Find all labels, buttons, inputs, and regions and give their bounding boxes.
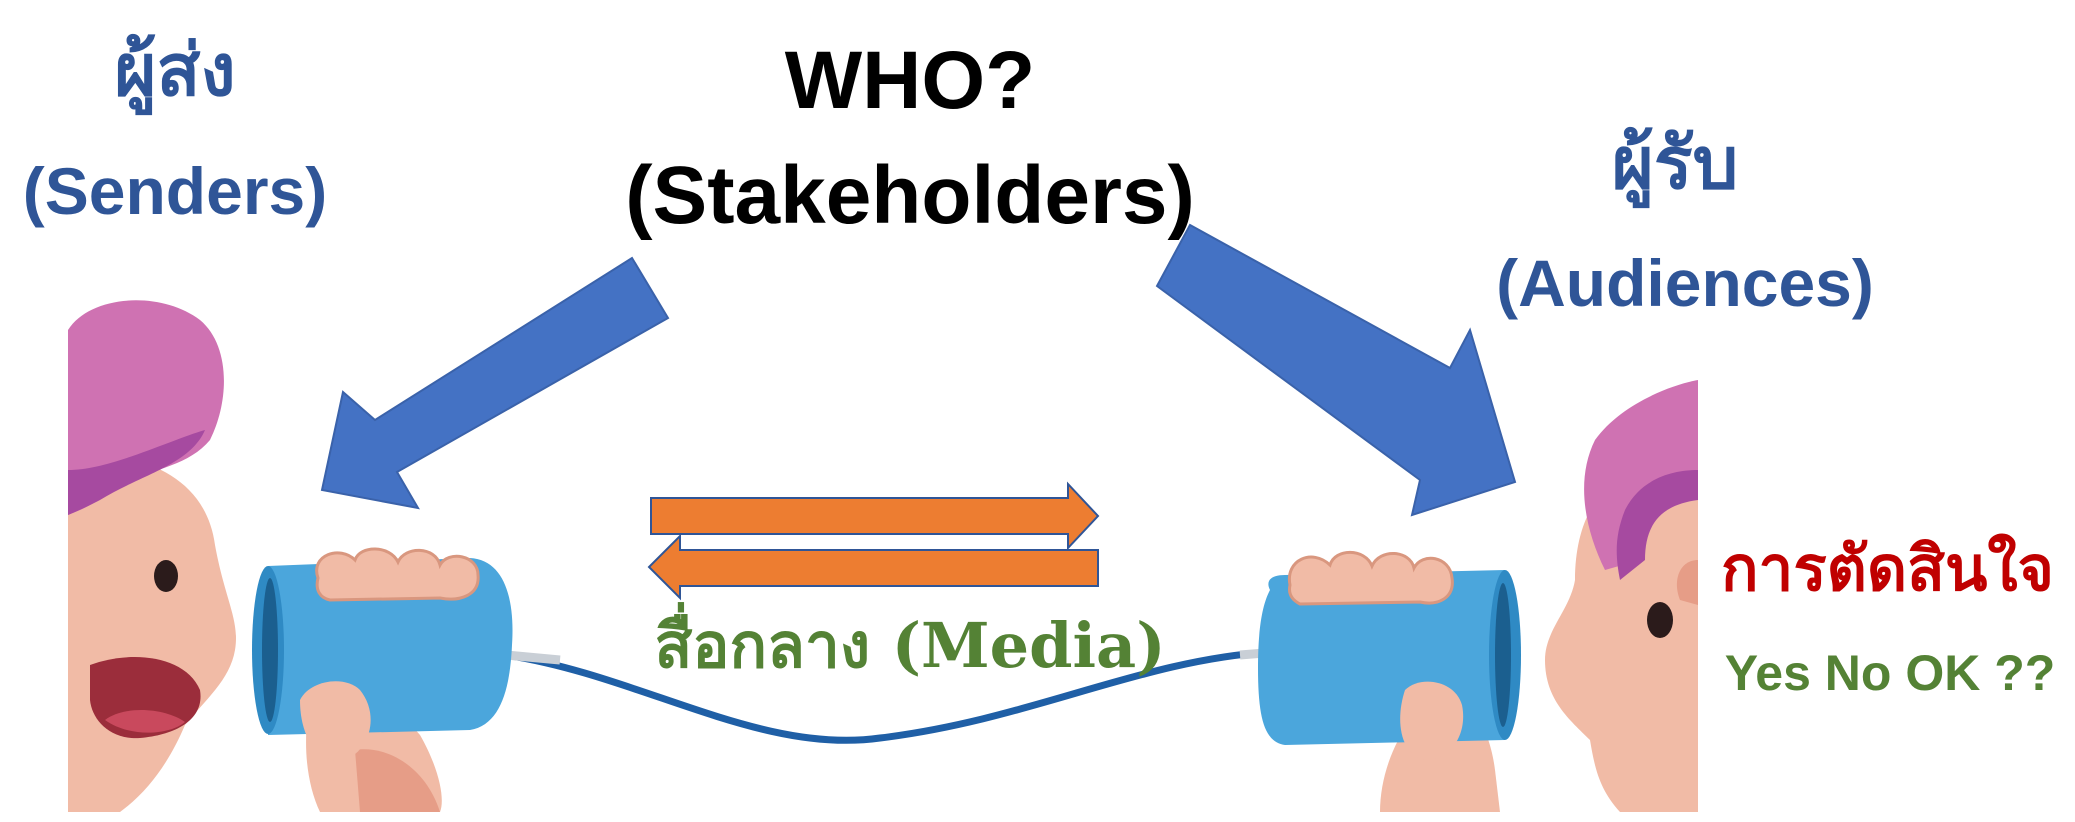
media-label: สื่อกลาง (Media)	[654, 609, 1166, 682]
sender-thumb	[300, 681, 371, 761]
receiver-eye	[1647, 602, 1673, 638]
decision-label: การตัดสินใจ	[1720, 532, 2054, 605]
receiver-thumb	[1400, 681, 1464, 760]
arrow-to-senders	[320, 256, 670, 510]
receiver-hair	[1584, 380, 1698, 570]
receiver-figure	[1545, 380, 1698, 812]
title-who: WHO?	[784, 35, 1036, 126]
arrow-to-audiences	[1155, 223, 1517, 517]
sender-hair	[68, 300, 224, 515]
sender-fingers	[315, 547, 480, 602]
sender-face	[68, 454, 236, 812]
arrow-return-left	[647, 533, 1099, 601]
sender-hair-shade	[68, 430, 205, 515]
can-string	[504, 648, 1271, 744]
receiver-ear	[1676, 560, 1698, 605]
receiver-fingers	[1287, 550, 1454, 606]
receiver-thai-label: ผู้รับ	[1611, 124, 1739, 204]
sender-can	[252, 547, 513, 812]
decision-options: Yes No OK ??	[1724, 645, 2056, 701]
receiver-english-label: (Audiences)	[1496, 246, 1874, 320]
receiver-can	[1258, 550, 1521, 812]
receiver-can-inner	[1495, 583, 1511, 727]
sender-can-inner	[262, 578, 278, 722]
sender-english-label: (Senders)	[22, 154, 328, 228]
receiver-hair-shade	[1616, 470, 1698, 580]
arrow-send-right	[650, 481, 1100, 551]
sender-figure	[68, 300, 236, 812]
sender-tongue	[105, 710, 185, 733]
title-stakeholders: (Stakeholders)	[625, 150, 1195, 241]
sender-thai-label: ผู้ส่ง	[114, 31, 236, 111]
sender-eye	[154, 560, 178, 592]
sender-arm-shade	[355, 749, 440, 812]
